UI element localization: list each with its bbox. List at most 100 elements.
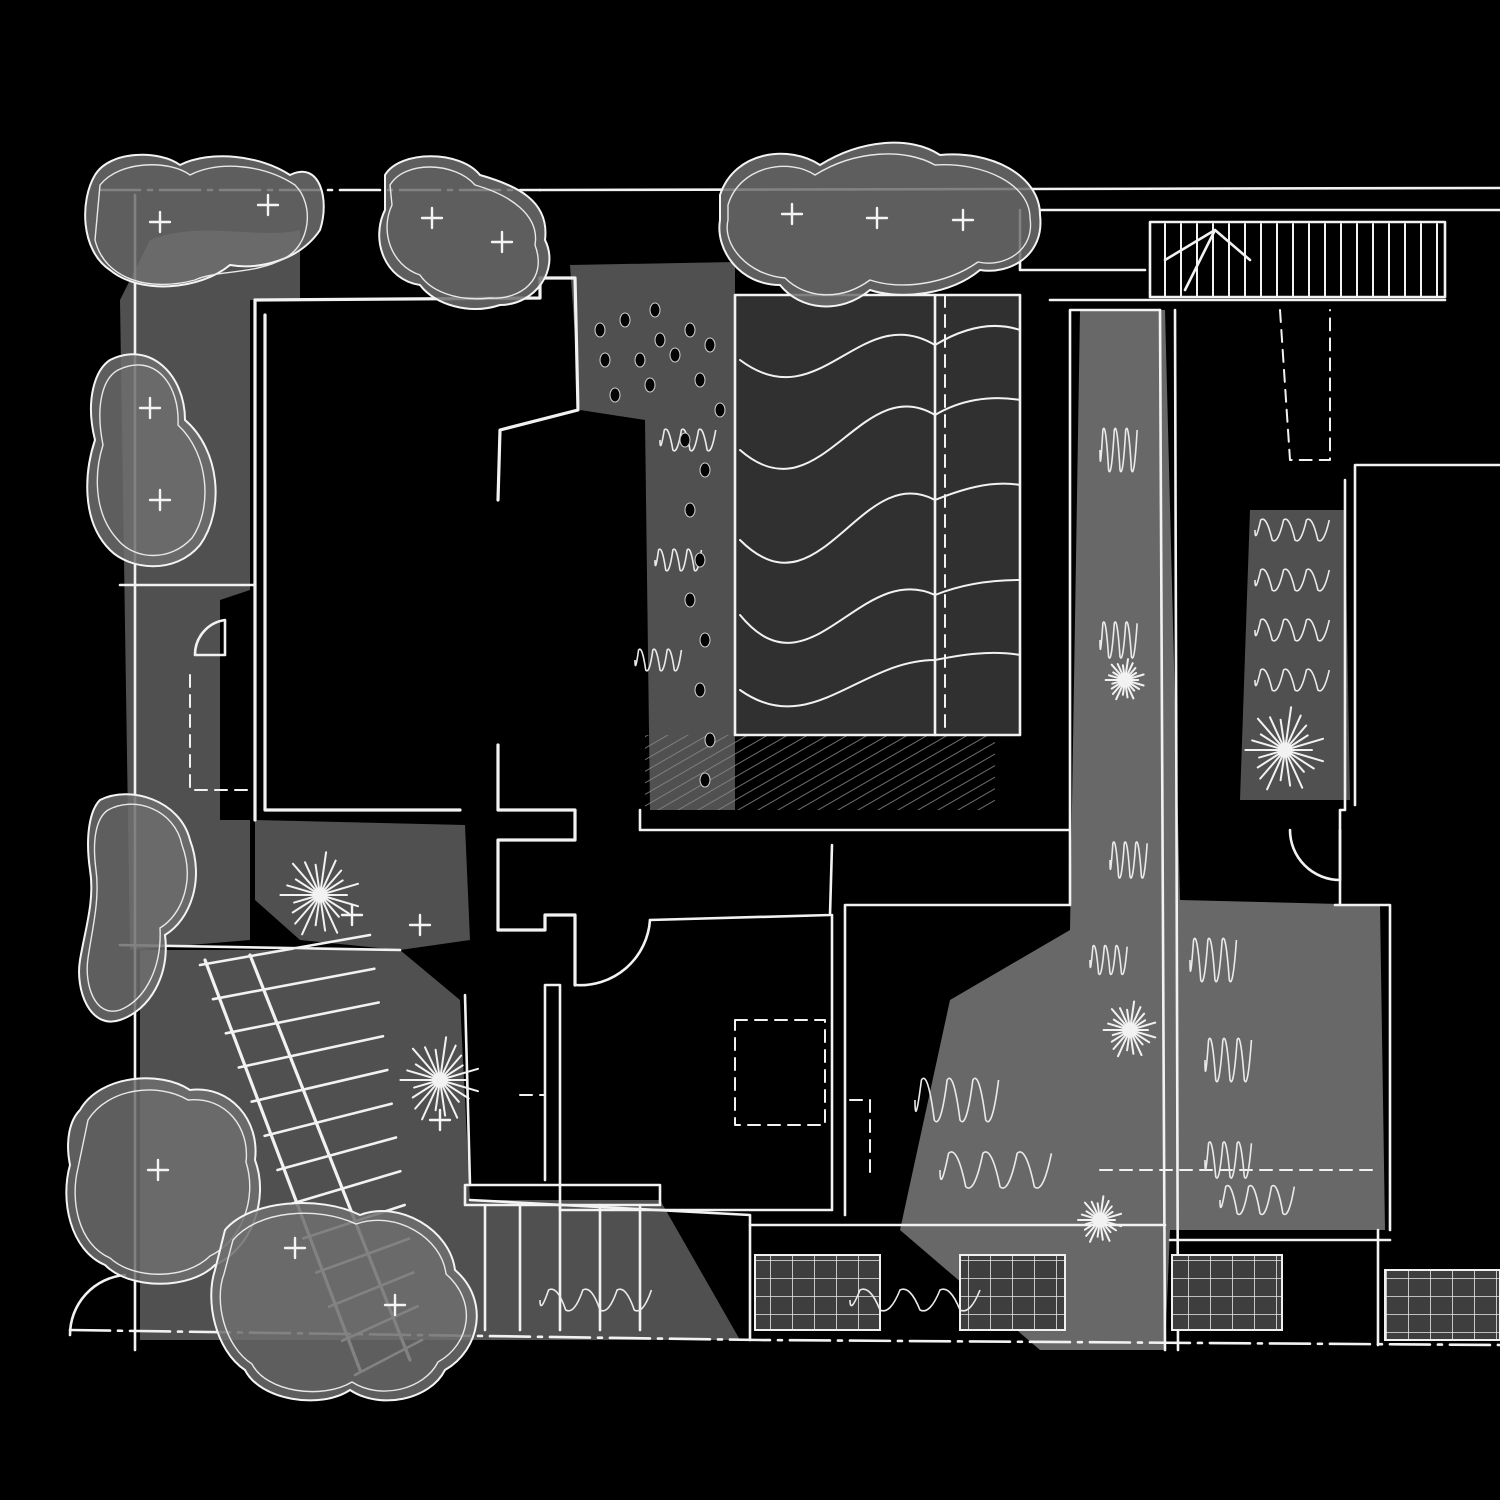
tree-canopy-north-east: [718, 141, 1042, 308]
shrub-scribble-icon: [1254, 668, 1331, 692]
tree-plus-marker-icon: [408, 913, 432, 937]
stair-hatch-northeast: [1148, 220, 1447, 299]
stair-tread: [224, 1001, 380, 1035]
tree-canopy-west-lower: [78, 793, 197, 1023]
pool-water-lines: [739, 324, 1021, 708]
tree-plus-marker-icon: [951, 208, 975, 232]
east-strip-edges: [1048, 298, 1447, 1352]
tree-plus-marker-icon: [148, 488, 172, 512]
spiky-plant-icon: [1077, 1195, 1123, 1243]
tree-plus-marker-icon: [138, 396, 162, 420]
tree-plus-marker-icon: [146, 1158, 170, 1182]
dashed-overhead-lines: [189, 309, 1381, 1181]
tree-plus-marker-icon: [780, 202, 804, 226]
shrub-scribble-icon: [1189, 937, 1238, 983]
shrub-scribble-icon: [1254, 618, 1331, 642]
shrub-scribble-icon: [634, 648, 683, 672]
spiky-plant-icon: [279, 658, 1324, 1243]
house-wall-west-block: [253, 276, 580, 987]
planter-dot: [704, 732, 716, 748]
shrub-scribble-icon: [1099, 427, 1138, 473]
planter-dot: [684, 502, 696, 518]
planter-dot: [634, 352, 646, 368]
spiky-plant-icon: [279, 851, 359, 936]
shrub-scribble-icon: [1204, 1037, 1253, 1083]
spiky-plant-icon: [1244, 706, 1324, 791]
planter-dot: [669, 347, 681, 363]
planter-dot: [599, 352, 611, 368]
stair-tread: [250, 1068, 389, 1103]
shrub-scribble-icon: [659, 428, 717, 452]
planter-dot: [594, 322, 606, 338]
planter-dot: [644, 377, 656, 393]
east-planting-strip-shade: [900, 310, 1385, 1350]
gate-swing-southwest: [68, 1273, 127, 1337]
tree-plus-marker-icon: [256, 193, 280, 217]
planter-dot: [699, 772, 711, 788]
tree-canopies: [65, 141, 1042, 1402]
pool-deck-hatch: [645, 735, 995, 810]
shrub-scribble-icon: [1089, 944, 1128, 976]
planter-dot: [609, 387, 621, 403]
planter-dot: [694, 552, 706, 568]
shrub-scribble-icon: [1254, 518, 1331, 542]
door-swings: [68, 618, 1342, 1337]
tree-canopy-northwest-corner: [84, 153, 325, 288]
shrub-scribble-icon: [654, 548, 703, 572]
house-wall-south-room: [543, 843, 834, 1212]
tree-plus-marker-icon: [420, 206, 444, 230]
planter-dot: [619, 312, 631, 328]
tree-plus-marker-icon: [383, 1293, 407, 1317]
planter-dot: [649, 302, 661, 318]
house-wall-central: [638, 308, 1162, 1217]
tree-plus-marker-icon: [428, 1108, 452, 1132]
north-planter-dots: [594, 302, 726, 788]
stair-tread: [237, 1034, 385, 1069]
spiky-plant-icon: [1102, 1000, 1157, 1058]
pool-edge: [733, 293, 1022, 737]
tree-plus-marker-icon: [490, 230, 514, 254]
planter-dot: [684, 592, 696, 608]
tree-plus-marker-icon: [340, 903, 364, 927]
shrub-scribble-icon: [539, 427, 1331, 1312]
shrub-scribble-icon: [1254, 568, 1331, 592]
stair-tread: [198, 933, 372, 967]
door-swing-west: [193, 618, 227, 657]
tree-plus-marker-icon: [865, 206, 889, 230]
tree-plus-marker-icon: [283, 1236, 307, 1260]
stair-tread: [211, 967, 376, 1001]
tree-plus-marker-icon: [148, 210, 172, 234]
shrub-scribble-icon: [849, 1288, 981, 1312]
east-shrub-bed: [1240, 510, 1350, 800]
pool: [645, 293, 1022, 810]
shrub-scribble-icon: [1219, 1184, 1296, 1216]
tree-canopy-west-upper: [86, 353, 217, 568]
stair-tread: [276, 1136, 398, 1172]
stair-tread: [289, 1169, 402, 1206]
shrub-scribble-icon: [1204, 1141, 1253, 1179]
spiky-plant-icon: [1104, 658, 1145, 701]
planter-dot: [654, 332, 666, 348]
door-swing-east: [1288, 828, 1342, 882]
shrub-scribble-icon: [914, 1077, 1000, 1123]
planter-dot: [694, 372, 706, 388]
door-swing-south: [573, 918, 652, 987]
planter-dot: [679, 432, 691, 448]
planter-dot: [699, 462, 711, 478]
planter-dot: [704, 337, 716, 353]
shrub-scribble-icon: [539, 1288, 653, 1312]
shrub-scribble-icon: [1109, 841, 1148, 879]
house-wall-east: [1333, 463, 1500, 1232]
planter-dot: [714, 402, 726, 418]
planter-dot: [699, 632, 711, 648]
pool-water: [735, 295, 1020, 735]
pergola-bench: [463, 993, 752, 1342]
stair-tread: [263, 1102, 393, 1138]
tree-canopy-north-center: [378, 155, 551, 310]
shrub-scribble-icon: [1099, 621, 1138, 659]
house-inner-wall: [253, 298, 462, 822]
spiky-plant-icon: [399, 1036, 479, 1121]
shrub-scribble-icon: [939, 1151, 1053, 1189]
